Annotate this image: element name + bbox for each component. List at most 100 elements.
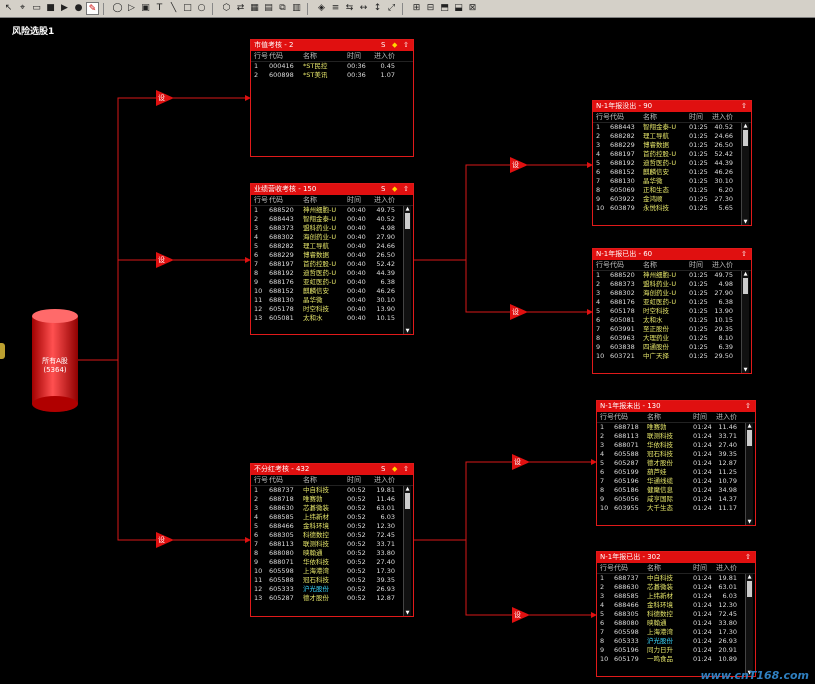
scroll-thumb[interactable]	[747, 581, 752, 597]
condition-gate[interactable]: 设	[512, 607, 530, 627]
paste-icon[interactable]: ▥	[292, 3, 301, 13]
column-header-name[interactable]: 名称	[647, 564, 661, 572]
column-header-name[interactable]: 名称	[647, 413, 661, 421]
ungroup-icon[interactable]: ⊟	[426, 3, 435, 13]
column-header-time[interactable]: 时间	[347, 196, 361, 204]
pen-icon[interactable]: ✎	[86, 2, 99, 15]
settings-s-icon[interactable]: S	[381, 465, 386, 473]
vertical-scrollbar[interactable]: ▲▼	[745, 574, 753, 676]
diamond-icon[interactable]: ◆	[392, 465, 398, 473]
vertical-scrollbar[interactable]: ▲▼	[403, 206, 411, 334]
distribute-icon[interactable]: ⇆	[345, 3, 354, 13]
column-header-seq[interactable]: 行号	[600, 413, 614, 421]
column-header-code[interactable]: 代码	[610, 113, 624, 121]
copy-icon[interactable]: ⧉	[279, 3, 286, 13]
column-header-price[interactable]: 进入价	[712, 261, 733, 269]
fill-icon[interactable]: ◈	[318, 3, 325, 13]
column-header-code[interactable]: 代码	[269, 476, 283, 484]
back-icon[interactable]: ⬓	[454, 3, 463, 13]
column-header-seq[interactable]: 行号	[596, 261, 610, 269]
column-header-price[interactable]: 进入价	[374, 196, 395, 204]
condition-gate[interactable]: 设	[512, 454, 530, 474]
front-icon[interactable]: ⬒	[440, 3, 449, 13]
flow-icon[interactable]: ⇄	[236, 3, 245, 13]
column-header-code[interactable]: 代码	[269, 196, 283, 204]
stop-icon[interactable]: ■	[46, 3, 55, 13]
scroll-thumb[interactable]	[743, 130, 748, 146]
column-header-price[interactable]: 进入价	[712, 113, 733, 121]
pin-icon[interactable]: ⇧	[403, 465, 409, 473]
column-header-code[interactable]: 代码	[269, 52, 283, 60]
filter-node-header[interactable]: N-1年报没出 - 90⇧	[593, 101, 751, 112]
vertical-scrollbar[interactable]: ▲▼	[741, 123, 749, 225]
column-header-code[interactable]: 代码	[614, 564, 628, 572]
filter-node-header[interactable]: N-1年报未出 - 130⇧	[597, 401, 755, 412]
column-header-time[interactable]: 时间	[693, 413, 707, 421]
text-icon[interactable]: T	[156, 3, 163, 13]
column-header-seq[interactable]: 行号	[254, 52, 268, 60]
condition-gate[interactable]: 设	[510, 157, 528, 177]
settings-s-icon[interactable]: S	[381, 185, 386, 193]
scroll-down-icon[interactable]: ▼	[743, 219, 748, 225]
line-icon[interactable]: ╲	[170, 3, 177, 13]
circle-icon[interactable]: ○	[197, 3, 206, 13]
column-header-time[interactable]: 时间	[347, 52, 361, 60]
scroll-up-icon[interactable]: ▲	[743, 123, 748, 129]
polygon-icon[interactable]: ⬡	[222, 3, 231, 13]
vertical-scrollbar[interactable]: ▲▼	[403, 486, 411, 616]
scroll-up-icon[interactable]: ▲	[747, 423, 752, 429]
rect-icon[interactable]: ▭	[32, 3, 41, 13]
scroll-thumb[interactable]	[743, 278, 748, 294]
diamond-icon[interactable]: ◆	[392, 41, 398, 49]
settings-s-icon[interactable]: S	[381, 41, 386, 49]
scroll-thumb[interactable]	[405, 493, 410, 509]
arrow-icon[interactable]: ↖	[4, 3, 13, 13]
scroll-down-icon[interactable]: ▼	[405, 610, 410, 616]
condition-gate[interactable]: 设	[156, 532, 174, 552]
column-header-code[interactable]: 代码	[614, 413, 628, 421]
scroll-up-icon[interactable]: ▲	[405, 206, 410, 212]
column-header-time[interactable]: 时间	[689, 261, 703, 269]
column-header-name[interactable]: 名称	[643, 113, 657, 121]
pin-icon[interactable]: ⇧	[403, 41, 409, 49]
